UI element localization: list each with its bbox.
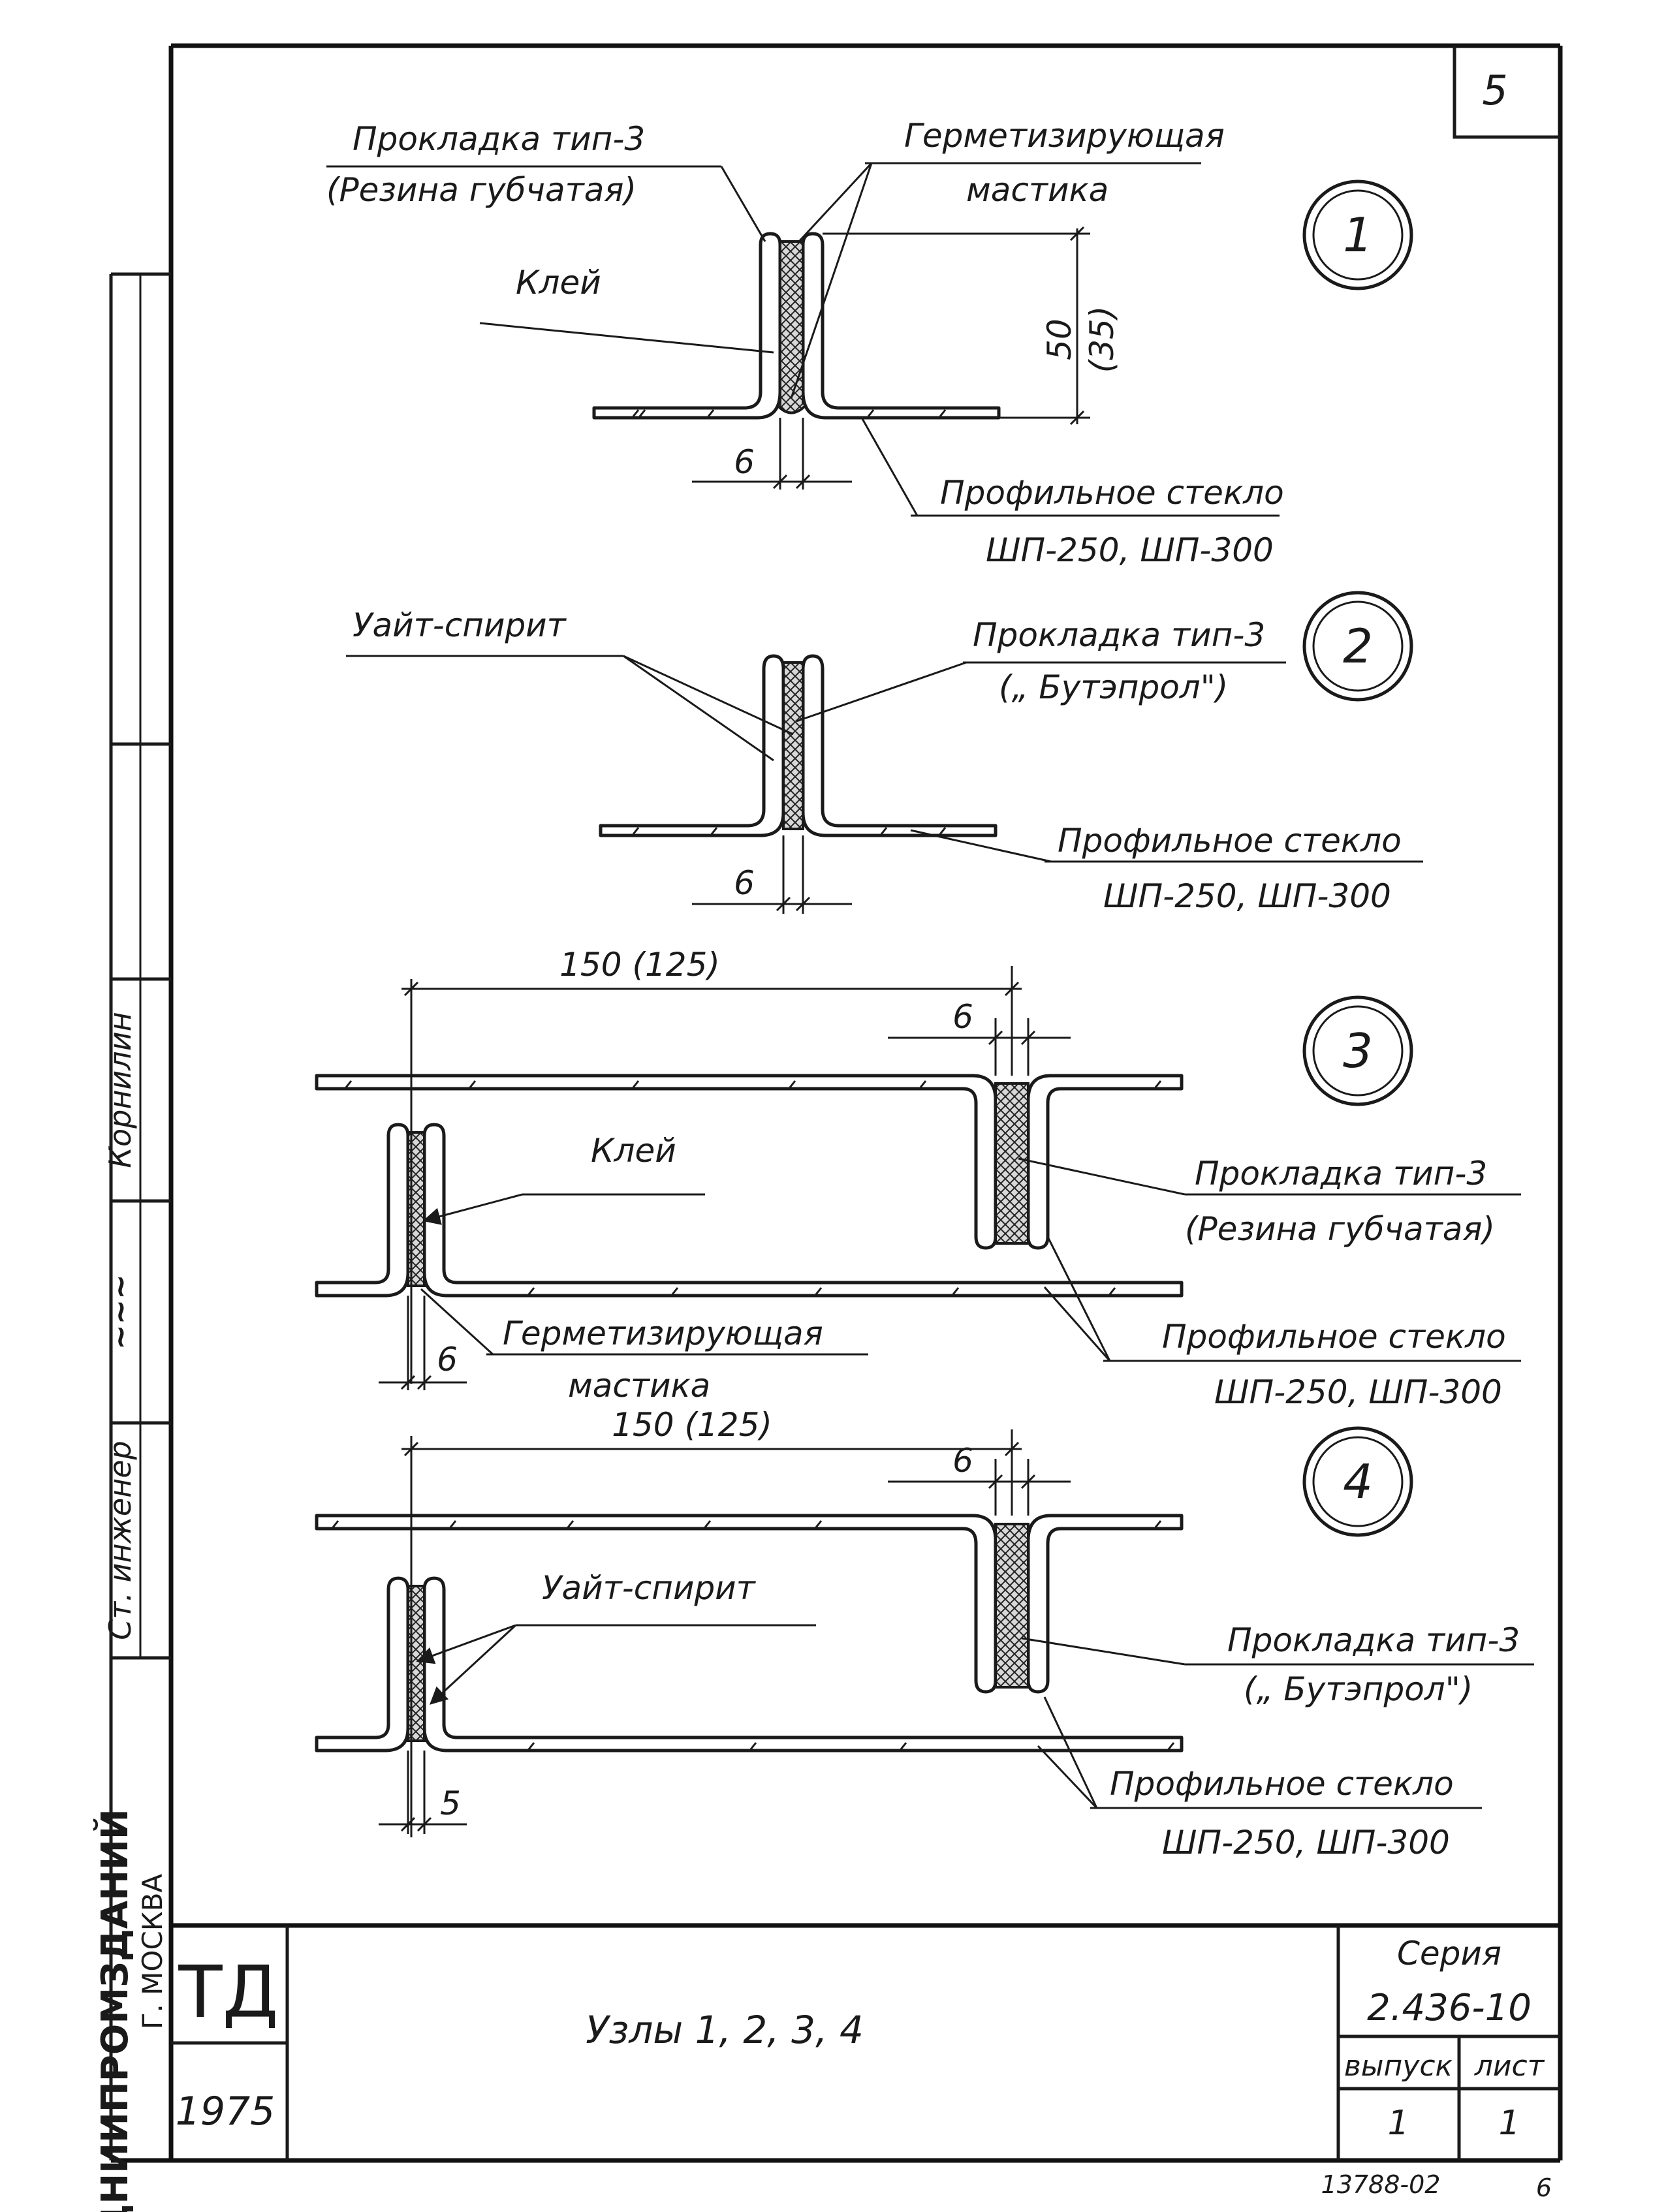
node-3-gap-top-dim: 6 xyxy=(952,998,973,1036)
drawing-title: Узлы 1, 2, 3, 4 xyxy=(586,2008,864,2052)
node-1-glass-label: Профильное стекло xyxy=(940,474,1284,512)
side-role: Ст. инженер xyxy=(102,1441,138,1640)
node-4-gap-top-dim: 6 xyxy=(952,1442,973,1480)
node-3-number: 3 xyxy=(1343,1023,1373,1078)
node-3-glass-type: ШП-250, ШП-300 xyxy=(1214,1373,1502,1411)
node-2-gasket-material: („ Бутэпрол") xyxy=(999,668,1228,706)
node-4-glass-type: ШП-250, ШП-300 xyxy=(1162,1824,1450,1862)
node-4-gasket-material: („ Бутэпрол") xyxy=(1244,1670,1473,1708)
node-1-gasket-material: (Резина губчатая) xyxy=(326,171,637,209)
node-1-gap-dim: 6 xyxy=(734,443,755,481)
node-2-glass-label: Профильное стекло xyxy=(1058,822,1402,860)
node-3-gap-bottom-dim: 6 xyxy=(437,1341,458,1379)
issue-label: выпуск xyxy=(1344,2049,1453,2083)
footer-code: 13788-02 xyxy=(1321,2170,1441,2199)
node-4-span-dim: 150 (125) xyxy=(612,1406,772,1444)
node-4-drawing xyxy=(315,1514,1184,1752)
sheet-number: 5 xyxy=(1482,67,1507,114)
node-4-spirit-label: Уайт-спирит xyxy=(542,1569,757,1607)
stamp-mark: ТД xyxy=(178,1950,278,2034)
node-2-glass-type: ШП-250, ШП-300 xyxy=(1103,877,1391,915)
node-1-badge xyxy=(1302,179,1413,290)
footer-page: 6 xyxy=(1536,2173,1552,2202)
node-2-drawing xyxy=(599,654,998,837)
node-3-glass-label: Профильное стекло xyxy=(1162,1318,1506,1356)
series-value: 2.436-10 xyxy=(1367,1987,1532,2029)
node-2-spirit-label: Уайт-спирит xyxy=(353,606,567,644)
node-3-span-dim: 150 (125) xyxy=(559,946,720,984)
node-1-sealant-label: Герметизирующая xyxy=(904,117,1225,155)
sheet-frame xyxy=(111,43,1563,2163)
node-4-leaders xyxy=(379,1429,1534,1837)
title-year: 1975 xyxy=(176,2089,275,2134)
node-4-gap-bottom-dim: 5 xyxy=(440,1784,461,1822)
node-3-leaders xyxy=(379,966,1521,1390)
node-2-gap-dim: 6 xyxy=(734,864,755,902)
node-4-glass-label: Профильное стекло xyxy=(1110,1765,1454,1803)
node-3-drawing xyxy=(315,1074,1184,1298)
sheet-value: 1 xyxy=(1498,2104,1520,2143)
node-3-badge xyxy=(1302,995,1413,1106)
node-1-number: 1 xyxy=(1343,208,1373,262)
node-1-badge-inner xyxy=(1312,189,1404,281)
sheet-label: лист xyxy=(1474,2049,1545,2083)
node-4-badge-inner xyxy=(1312,1436,1404,1527)
node-3-glue-label: Клей xyxy=(591,1132,676,1170)
side-org-name: ЦНИИПРОМЗДАНИЙ xyxy=(93,1809,136,2212)
title-block xyxy=(171,1923,1560,2160)
node-1-height-dim: 50 xyxy=(1041,319,1078,360)
node-3-sealant-label: Герметизирующая xyxy=(503,1315,823,1352)
node-3-gasket-material: (Резина губчатая) xyxy=(1185,1210,1495,1248)
node-2-number: 2 xyxy=(1343,619,1373,674)
node-4-badge xyxy=(1302,1426,1413,1537)
node-2-leaders xyxy=(346,655,1423,914)
node-2-gasket-label: Прокладка тип-3 xyxy=(973,616,1265,654)
series-label: Серия xyxy=(1397,1935,1501,1972)
side-name: Корнилин xyxy=(102,1012,138,1168)
node-4-number: 4 xyxy=(1343,1454,1373,1509)
side-signature: ~~~ xyxy=(102,1274,138,1350)
node-1-gasket-label: Прокладка тип-3 xyxy=(353,120,645,158)
node-4-gasket-label: Прокладка тип-3 xyxy=(1227,1621,1520,1659)
node-1-glass-type: ШП-250, ШП-300 xyxy=(986,531,1274,569)
node-1-glue-label: Клей xyxy=(516,264,601,302)
node-1-drawing xyxy=(592,232,1001,420)
node-1-height-dim-alt: (35) xyxy=(1083,306,1121,373)
issue-value: 1 xyxy=(1387,2104,1409,2143)
node-3-sealant-label-2: мастика xyxy=(568,1367,710,1405)
node-1-sealant-label-2: мастика xyxy=(966,171,1108,209)
side-strip xyxy=(109,272,171,2160)
node-3-badge-inner xyxy=(1312,1005,1404,1097)
node-3-gasket-label: Прокладка тип-3 xyxy=(1195,1155,1487,1192)
side-org-city: Г. МОСКВА xyxy=(136,1874,168,2030)
node-2-badge-inner xyxy=(1312,600,1404,692)
node-1-leaders xyxy=(326,162,1280,517)
node-2-badge xyxy=(1302,591,1413,702)
